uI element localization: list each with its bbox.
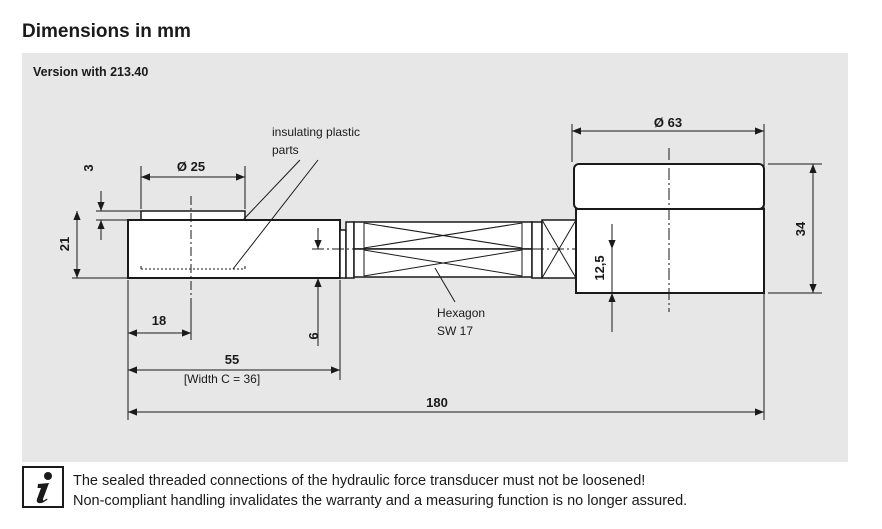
- dim-3: 3: [81, 164, 96, 171]
- callout-hexagon-line1: Hexagon: [437, 306, 485, 320]
- dim-21: 21: [57, 237, 72, 251]
- hexagon-fitting: [339, 219, 577, 279]
- dim-12-5: 12,5: [592, 255, 607, 280]
- neck: [345, 221, 355, 279]
- version-label: Version with 213.40: [33, 65, 148, 79]
- dim-55: 55: [225, 352, 239, 367]
- load-button: [140, 210, 246, 221]
- callout-insulating-line1: insulating plastic: [272, 125, 360, 139]
- gauge-socket: [575, 208, 765, 294]
- technical-drawing: Version with 213.40: [33, 65, 822, 420]
- callout-hexagon-line2: SW 17: [437, 324, 473, 338]
- page-title: Dimensions in mm: [22, 21, 191, 42]
- union-collar: [531, 221, 543, 279]
- info-i-icon: [22, 466, 64, 508]
- dim-width-c: [Width C = 36]: [184, 372, 260, 386]
- neck-ring: [339, 229, 347, 279]
- notice-line1: The sealed threaded connections of the h…: [73, 473, 646, 489]
- dim-18: 18: [152, 313, 166, 328]
- extension-lines: [72, 124, 822, 420]
- drawing-panel: Version with 213.40: [22, 53, 848, 462]
- callout-insulating-line2: parts: [272, 143, 299, 157]
- dim-dia-63: Ø 63: [654, 115, 682, 130]
- dim-34: 34: [793, 221, 808, 236]
- dim-dia-25: Ø 25: [177, 159, 205, 174]
- dimension-lines: [73, 127, 817, 416]
- dim-180: 180: [426, 395, 448, 410]
- leader-lines: [232, 159, 456, 303]
- dim-9: 9: [306, 332, 321, 339]
- notice-text: The sealed threaded connections of the h…: [73, 471, 863, 511]
- notice-line2: Non-compliant handling invalidates the w…: [73, 493, 688, 509]
